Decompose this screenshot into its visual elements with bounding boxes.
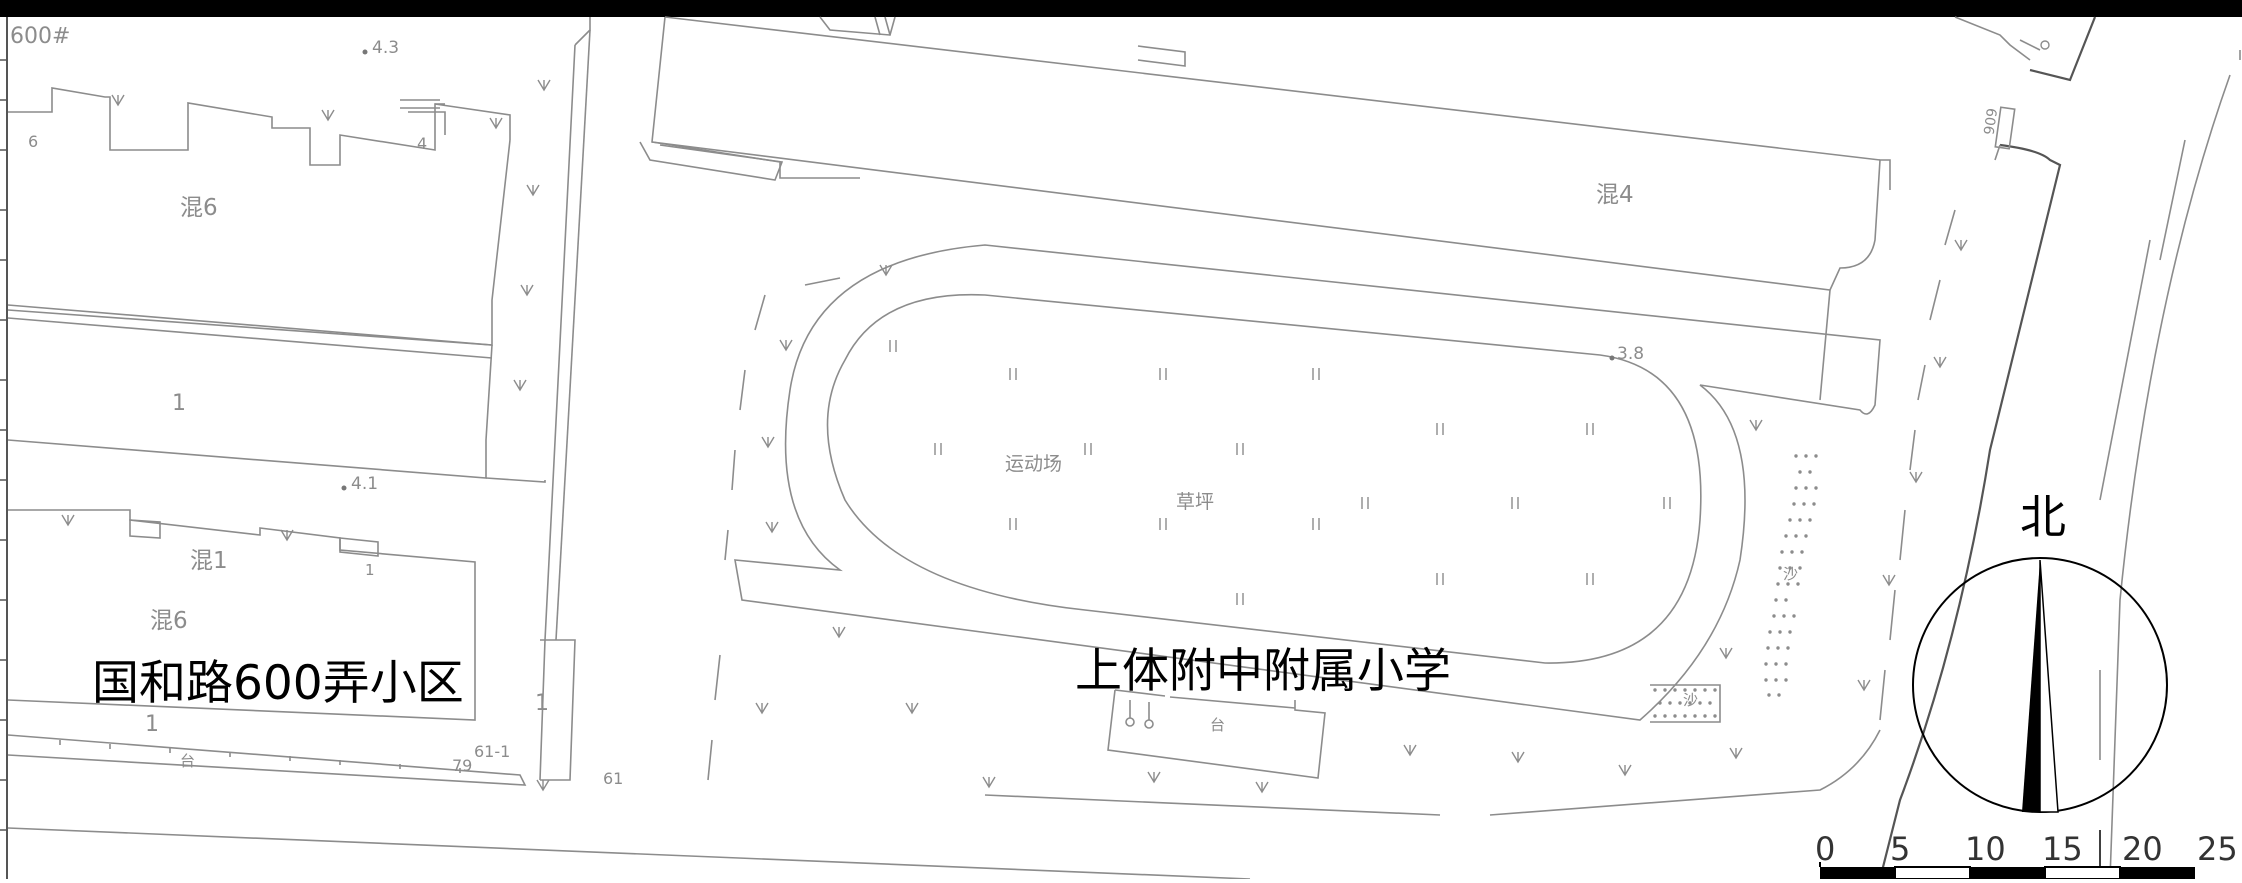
left-frame-ticks	[0, 59, 7, 831]
building-floor-label: 1	[145, 712, 159, 737]
building-floor-label: 4	[417, 134, 428, 153]
residential-area-name: 国和路600弄小区	[92, 656, 464, 711]
door-number-label: 606	[1979, 106, 1999, 136]
track-outer	[734, 244, 1881, 721]
scale-tick-label: 15	[2042, 830, 2083, 868]
building-floor-label: 1	[365, 561, 375, 579]
right-street	[1878, 16, 2242, 880]
building-floor-label: 6	[28, 132, 39, 151]
lawn-label: 草坪	[1176, 491, 1215, 513]
running-track	[734, 244, 1881, 721]
dashed-boundaries	[707, 209, 1956, 781]
spot-height-point-3	[1609, 355, 1615, 361]
grass-symbols	[61, 79, 1968, 794]
door-number-label: 61-1	[474, 742, 511, 761]
spot-height-label: 4.3	[372, 38, 400, 58]
scale-tick-label: 25	[2197, 830, 2238, 868]
school-name: 上体附中附属小学	[1075, 644, 1451, 699]
building-structure-label: 混6	[150, 608, 188, 634]
platform-label: 台	[180, 752, 196, 770]
building-one-outline	[7, 344, 493, 479]
sports-field-label: 运动场	[1005, 453, 1063, 475]
sand-label: 沙	[1783, 565, 1799, 583]
platform-structure	[1107, 689, 1326, 779]
north-arrow-label: 北	[2020, 490, 2066, 544]
parcel-label: 600#	[10, 24, 71, 49]
building-outline-top	[8, 87, 511, 166]
residential-buildings	[7, 87, 546, 786]
spot-height-point-1	[362, 49, 368, 55]
door-number-label: 79	[452, 756, 473, 775]
building-structure-label: 混1	[190, 548, 228, 574]
building-structure-label: 混4	[1596, 182, 1634, 208]
sand-label: 沙	[1683, 691, 1699, 709]
school-building	[639, 16, 1891, 291]
spot-height-label: 4.1	[351, 474, 379, 494]
building-floor-label: 1	[172, 391, 186, 416]
top-frame-bar	[0, 0, 2242, 17]
building-floor-label: 1	[535, 691, 549, 716]
building-hun6-outline	[7, 139, 511, 346]
door-number-label: 61	[603, 769, 624, 788]
school-right-edge	[1819, 289, 1831, 401]
sand-pit-border	[1650, 684, 1721, 723]
sand-area	[1653, 454, 1818, 718]
spot-height-label: 3.8	[1617, 344, 1645, 364]
building-structure-label: 混6	[180, 195, 218, 221]
lawn-symbols	[889, 340, 1671, 605]
scale-tick-label: 20	[2122, 830, 2163, 868]
spot-height-point-2	[341, 485, 347, 491]
scale-tick-label: 5	[1890, 830, 1911, 868]
platform-label: 台	[1210, 716, 1226, 734]
road-boundaries	[7, 17, 1881, 880]
north-arrow	[1912, 557, 2168, 813]
track-inner	[826, 293, 1702, 664]
scale-tick-label: 0	[1815, 830, 1836, 868]
scale-tick-label: 10	[1965, 830, 2006, 868]
building-hun1-outline	[7, 509, 476, 721]
